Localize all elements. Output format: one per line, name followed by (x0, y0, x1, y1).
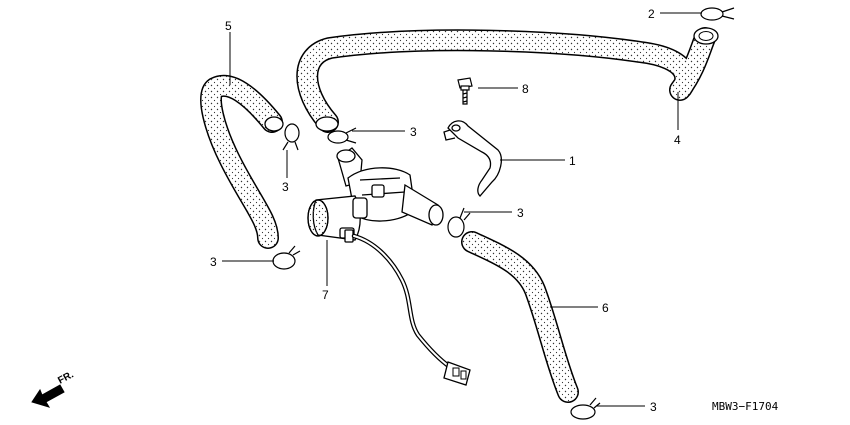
callout-3-lower-left: 3 (210, 255, 217, 269)
wire-harness (351, 233, 471, 386)
hose-4 (296, 27, 719, 133)
callout-3-left: 3 (282, 180, 289, 194)
drawing-code: MBW3−F1704 (712, 400, 779, 413)
front-direction-label: FR. (56, 369, 76, 386)
clamp-3-upper-mid (327, 127, 357, 144)
callout-2: 2 (648, 7, 655, 21)
hose-5 (200, 74, 284, 249)
leader-lines (222, 12, 702, 407)
callout-7: 7 (322, 288, 329, 302)
callout-5: 5 (225, 19, 232, 33)
front-direction-arrow-icon: FR. (31, 369, 76, 408)
clamp-2-top (700, 7, 735, 21)
hose-4-end-lower (315, 116, 339, 132)
callout-3-bottom: 3 (650, 400, 657, 414)
bolt-8 (457, 77, 473, 105)
callout-3-right: 3 (517, 206, 524, 220)
callout-8: 8 (522, 82, 529, 96)
callout-4: 4 (674, 133, 681, 147)
clamp-3-bottom (570, 397, 601, 420)
bracket-1 (443, 120, 502, 197)
callout-1: 1 (569, 154, 576, 168)
clamp-3-left (282, 123, 300, 151)
valve-assembly (307, 147, 444, 243)
callout-6: 6 (602, 301, 609, 315)
callout-3-upper-mid: 3 (410, 125, 417, 139)
clamp-3-lower-left (272, 245, 301, 270)
hose-4-end-bore (698, 31, 714, 41)
clamp-3-right (447, 207, 471, 238)
hose-6 (461, 231, 579, 403)
hose-5-end (264, 116, 284, 132)
